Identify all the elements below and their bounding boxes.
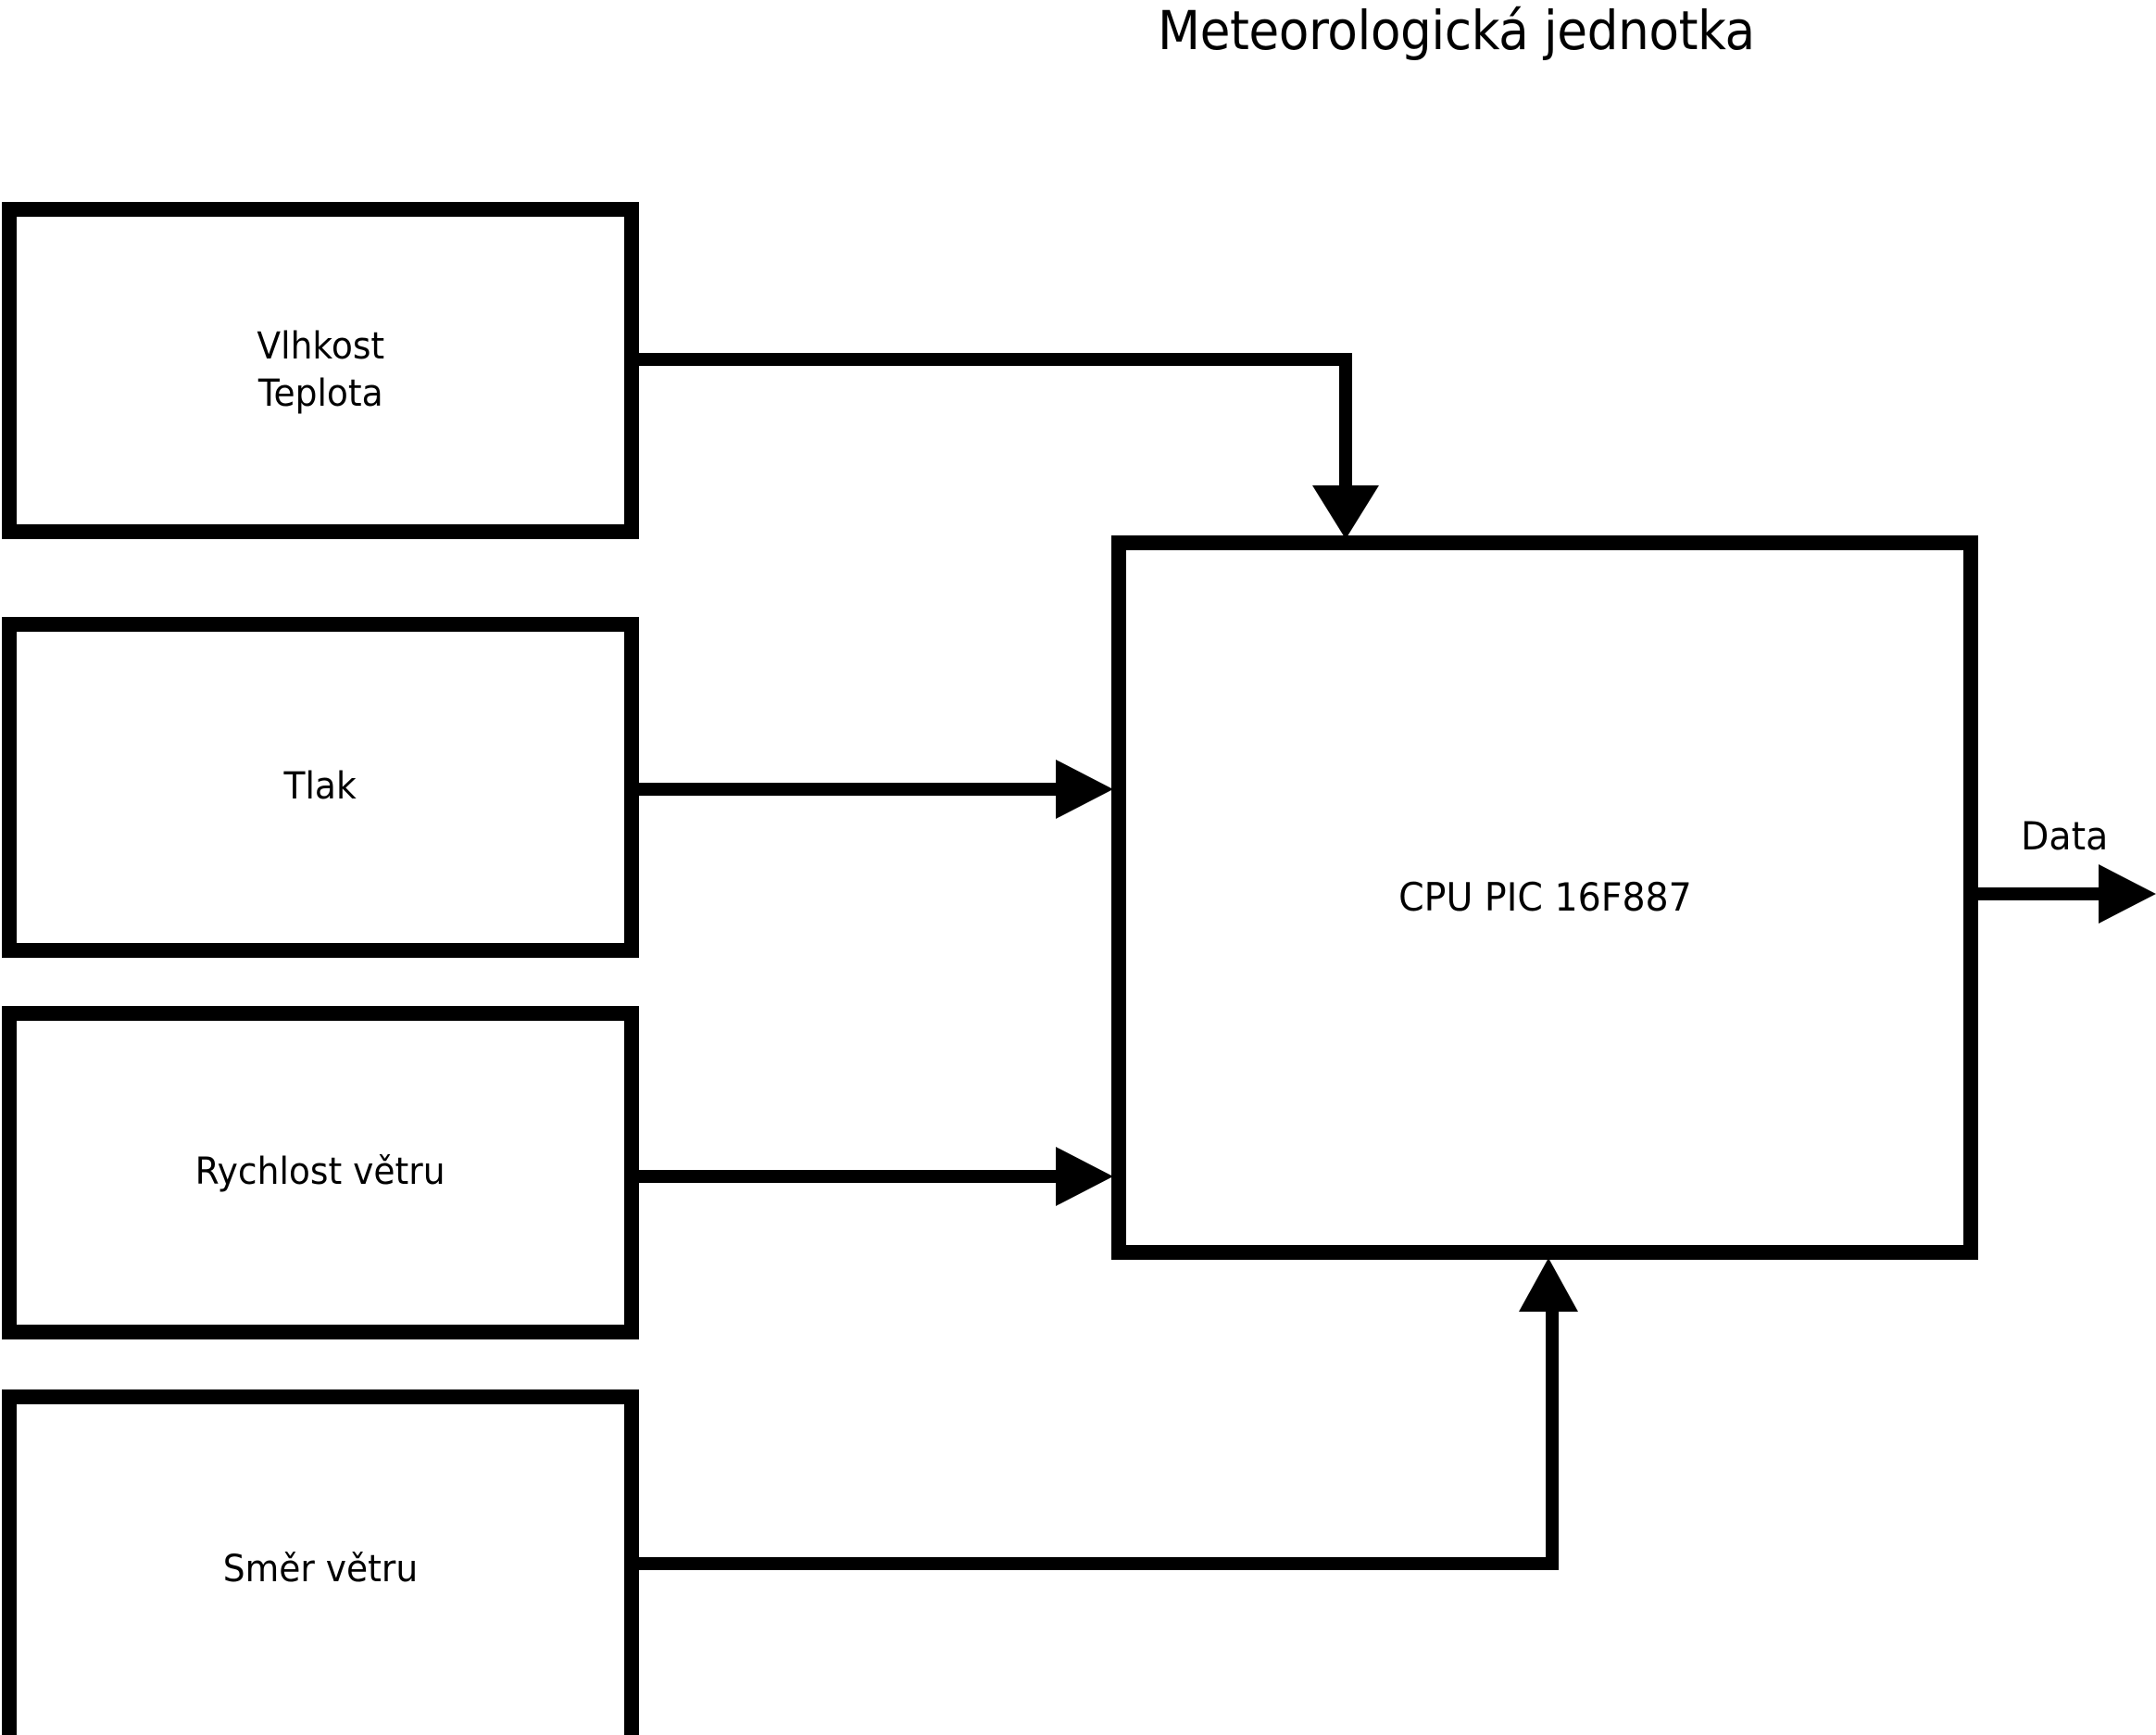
arrowhead-pressure-to-cpu — [1056, 760, 1113, 819]
connector-pressure — [628, 783, 1065, 796]
data-output-label: Data — [2021, 813, 2109, 859]
connector-data-output — [1973, 887, 2110, 900]
page-title: Meteorologická jednotka — [1158, 0, 1755, 62]
block-cpu[interactable]: CPU PIC 16F887 — [1111, 535, 1978, 1260]
connector-wind-direction-vertical — [1546, 1311, 1559, 1570]
block-label-wind-speed: Rychlost větru — [195, 1150, 445, 1194]
block-label-wind-direction: Směr větru — [222, 1548, 419, 1591]
arrowhead-humidity-to-cpu — [1312, 485, 1379, 539]
block-wind-speed[interactable]: Rychlost větru — [2, 1006, 639, 1339]
arrowhead-data-output — [2099, 864, 2156, 924]
connector-humidity-vertical — [1339, 353, 1352, 490]
block-label-humidity-temperature: Vlhkost Teplota — [257, 324, 384, 415]
block-wind-direction[interactable]: Směr větru — [2, 1389, 639, 1735]
connector-wind-direction-horizontal — [628, 1557, 1559, 1570]
block-humidity-temperature[interactable]: Vlhkost Teplota — [2, 202, 639, 539]
arrowhead-wind-direction-to-cpu — [1519, 1258, 1578, 1312]
arrowhead-wind-speed-to-cpu — [1056, 1147, 1113, 1206]
block-label-cpu: CPU PIC 16F887 — [1398, 874, 1692, 921]
block-pressure[interactable]: Tlak — [2, 617, 639, 958]
connector-wind-speed — [628, 1170, 1065, 1183]
block-label-pressure: Tlak — [283, 765, 357, 809]
connector-humidity-horizontal — [628, 353, 1352, 366]
